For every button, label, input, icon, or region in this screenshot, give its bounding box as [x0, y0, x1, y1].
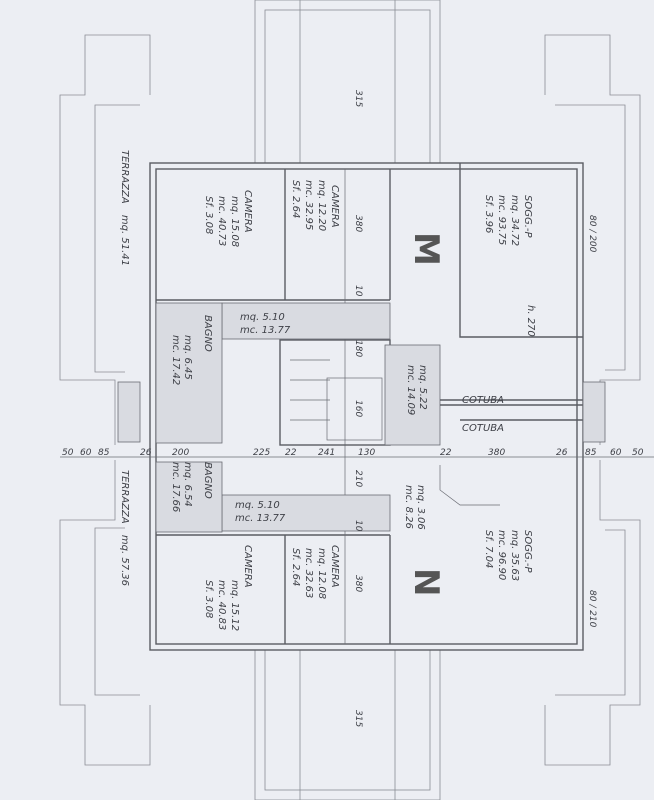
svg-text:Sf. 2.64: Sf. 2.64 [290, 180, 301, 218]
svg-text:mc. 13.77: mc. 13.77 [235, 513, 286, 524]
cotuba-label-1: COTUBA [462, 395, 504, 406]
svg-text:mq. 12.08: mq. 12.08 [316, 548, 327, 599]
svg-text:mq. 15.12: mq. 15.12 [229, 580, 240, 631]
room-ingresso-M: mq. 5.22 mc. 14.09 [405, 365, 428, 415]
svg-text:mc. 40.73: mc. 40.73 [216, 196, 227, 246]
svg-text:mq. 5.10: mq. 5.10 [240, 312, 285, 323]
svg-text:mq. 3.06: mq. 3.06 [415, 485, 426, 530]
svg-text:mq. 6.54: mq. 6.54 [182, 462, 193, 507]
svg-text:160: 160 [353, 400, 363, 417]
svg-text:mc. 32.63: mc. 32.63 [303, 548, 314, 598]
terrace-outline [59, 34, 641, 766]
svg-text:85: 85 [585, 448, 597, 458]
svg-text:Sf. 3.08: Sf. 3.08 [203, 580, 214, 618]
cotuba-label-2: COTUBA [462, 423, 504, 434]
svg-text:TERRAZZA mq. 57.36: TERRAZZA mq. 57.36 [119, 470, 130, 586]
svg-text:CAMERA: CAMERA [242, 545, 253, 588]
height-note: h. 270 [525, 305, 536, 337]
svg-text:Sf. 2.64: Sf. 2.64 [290, 548, 301, 586]
svg-text:315: 315 [353, 710, 363, 727]
svg-text:SOGG.-P: SOGG.-P [522, 195, 533, 239]
svg-text:mc. 40.83: mc. 40.83 [216, 580, 227, 630]
dimension-row: 50 60 85 26 200 225 22 241 130 22 380 26… [62, 448, 644, 458]
svg-text:mc. 13.77: mc. 13.77 [240, 325, 291, 336]
svg-text:200: 200 [172, 448, 189, 458]
svg-text:22: 22 [285, 448, 297, 458]
svg-text:50: 50 [632, 448, 644, 458]
svg-text:26: 26 [140, 448, 152, 458]
svg-text:26: 26 [556, 448, 568, 458]
svg-text:BAGNO: BAGNO [202, 462, 213, 499]
svg-text:SOGG.-P: SOGG.-P [522, 530, 533, 574]
room-bagno-top: BAGNO mq. 6.45 mc. 17.42 [170, 315, 213, 385]
building-walls [117, 162, 606, 651]
svg-text:10: 10 [353, 520, 363, 532]
svg-text:60: 60 [610, 448, 622, 458]
room-terrazza-bottom: TERRAZZA mq. 57.36 [119, 470, 130, 586]
svg-text:CAMERA: CAMERA [329, 185, 340, 228]
svg-text:180: 180 [353, 340, 363, 357]
svg-text:mq. 6.45: mq. 6.45 [182, 335, 193, 380]
room-camera-2: CAMERA mq. 12.20 mc. 32.95 Sf. 2.64 [290, 180, 340, 231]
svg-text:BAGNO: BAGNO [202, 315, 213, 352]
svg-text:mc. 96.90: mc. 96.90 [496, 530, 507, 580]
svg-text:mq. 5.22: mq. 5.22 [417, 365, 428, 410]
room-bagno-bottom: BAGNO mq. 6.54 mc. 17.66 [170, 462, 213, 512]
unit-label-M: M [406, 232, 446, 266]
svg-text:60: 60 [80, 448, 92, 458]
room-soggiorno-N: SOGG.-P mq. 35.63 mc. 96.90 Sf. 7.04 [483, 530, 533, 581]
svg-text:TERRAZZA mq. 51.41: TERRAZZA mq. 51.41 [119, 150, 130, 266]
svg-text:CAMERA: CAMERA [242, 190, 253, 233]
svg-text:380: 380 [488, 448, 505, 458]
svg-text:225: 225 [253, 448, 270, 458]
svg-text:Sf. 3.96: Sf. 3.96 [483, 195, 494, 233]
room-camera-1: CAMERA mq. 15.08 mc. 40.73 Sf. 3.08 [203, 190, 253, 247]
svg-text:241: 241 [318, 448, 335, 458]
svg-text:50: 50 [62, 448, 74, 458]
svg-text:mc. 93.75: mc. 93.75 [496, 195, 507, 245]
svg-text:mq. 15.08: mq. 15.08 [229, 196, 240, 247]
svg-text:mc. 8.26: mc. 8.26 [403, 485, 414, 529]
room-ingresso-N: mq. 3.06 mc. 8.26 [403, 485, 426, 530]
svg-text:80 / 210: 80 / 210 [587, 590, 597, 628]
room-disimpegno-bottom: mq. 5.10 mc. 13.77 [235, 500, 286, 524]
svg-text:315: 315 [353, 90, 363, 107]
room-camera-4: CAMERA mq. 12.08 mc. 32.63 Sf. 2.64 [290, 545, 340, 599]
svg-text:mc. 32.95: mc. 32.95 [303, 180, 314, 230]
room-soggiorno-M: SOGG.-P mq. 34.72 mc. 93.75 Sf. 3.96 h. … [483, 195, 536, 337]
svg-text:Sf. 7.04: Sf. 7.04 [483, 530, 494, 568]
svg-text:mc. 17.42: mc. 17.42 [170, 335, 181, 385]
svg-text:85: 85 [98, 448, 110, 458]
room-camera-3: CAMERA mq. 15.12 mc. 40.83 Sf. 3.08 [203, 545, 253, 631]
svg-text:22: 22 [440, 448, 452, 458]
svg-text:CAMERA: CAMERA [329, 545, 340, 588]
unit-label-N: N [406, 568, 446, 596]
svg-text:380: 380 [353, 215, 363, 232]
svg-text:80 / 200: 80 / 200 [587, 215, 597, 253]
svg-text:130: 130 [358, 448, 375, 458]
dimensions: 315 315 380 380 10 10 180 160 210 80 / 2… [353, 90, 597, 727]
svg-text:10: 10 [353, 285, 363, 297]
svg-text:380: 380 [353, 575, 363, 592]
svg-text:mc. 14.09: mc. 14.09 [405, 365, 416, 415]
svg-text:mq. 34.72: mq. 34.72 [509, 195, 520, 246]
svg-text:mq. 12.20: mq. 12.20 [316, 180, 327, 231]
svg-text:mc. 17.66: mc. 17.66 [170, 462, 181, 512]
svg-text:mq. 35.63: mq. 35.63 [509, 530, 520, 581]
svg-text:Sf. 3.08: Sf. 3.08 [203, 196, 214, 234]
room-terrazza-top: TERRAZZA mq. 51.41 [119, 150, 130, 266]
svg-text:mq. 5.10: mq. 5.10 [235, 500, 280, 511]
room-disimpegno-top: mq. 5.10 mc. 13.77 [240, 312, 291, 336]
svg-text:210: 210 [353, 470, 363, 487]
